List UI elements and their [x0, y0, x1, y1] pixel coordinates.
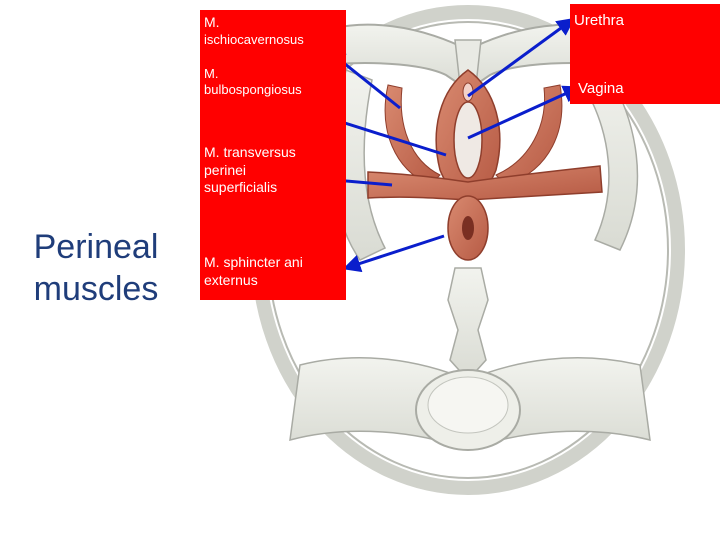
ischial-ramus-right	[579, 58, 639, 251]
transversus-perinei-muscle	[367, 165, 603, 201]
label-bulbospongiosus-line2: bulbospongiosus	[204, 82, 302, 98]
ischiocavernosus-muscle-left	[384, 84, 441, 186]
slide-title: Perineal muscles	[6, 226, 186, 310]
arrow-sphincter	[342, 234, 445, 273]
label-sphincter-line2: externus	[204, 271, 258, 288]
label-bulbospongiosus-line1: M.	[204, 66, 219, 81]
vaginal-orifice	[453, 101, 483, 179]
vertebral-body-inner	[427, 376, 509, 434]
slide-title-line1: Perineal	[33, 228, 159, 266]
coccyx	[447, 267, 489, 382]
label-vagina: Vagina	[578, 80, 624, 99]
label-urethra: Urethra	[574, 12, 625, 31]
label-sphincter-ani: M. sphincter ani externus	[200, 252, 346, 289]
arrow-vagina	[467, 85, 582, 140]
label-transversus-perinei: M. transversus perinei superficialis	[200, 142, 346, 197]
label-bulbospongiosus: M. bulbospongiosus	[200, 64, 346, 99]
label-transversus-line2: perinei	[204, 161, 247, 178]
label-transversus-line3: superficialis	[204, 179, 278, 195]
anal-opening	[462, 216, 474, 240]
slide-title-line2: muscles	[33, 270, 159, 308]
label-transversus-line1: M. transversus	[204, 144, 296, 160]
label-ischiocavernosus-line2: ischiocavernosus	[204, 31, 304, 47]
label-ischiocavernosus-line1: M.	[204, 14, 220, 30]
label-sphincter-line1: M. sphincter ani	[204, 254, 303, 270]
arrow-urethra	[467, 17, 575, 98]
label-ischiocavernosus: M. ischiocavernosus	[200, 12, 346, 48]
